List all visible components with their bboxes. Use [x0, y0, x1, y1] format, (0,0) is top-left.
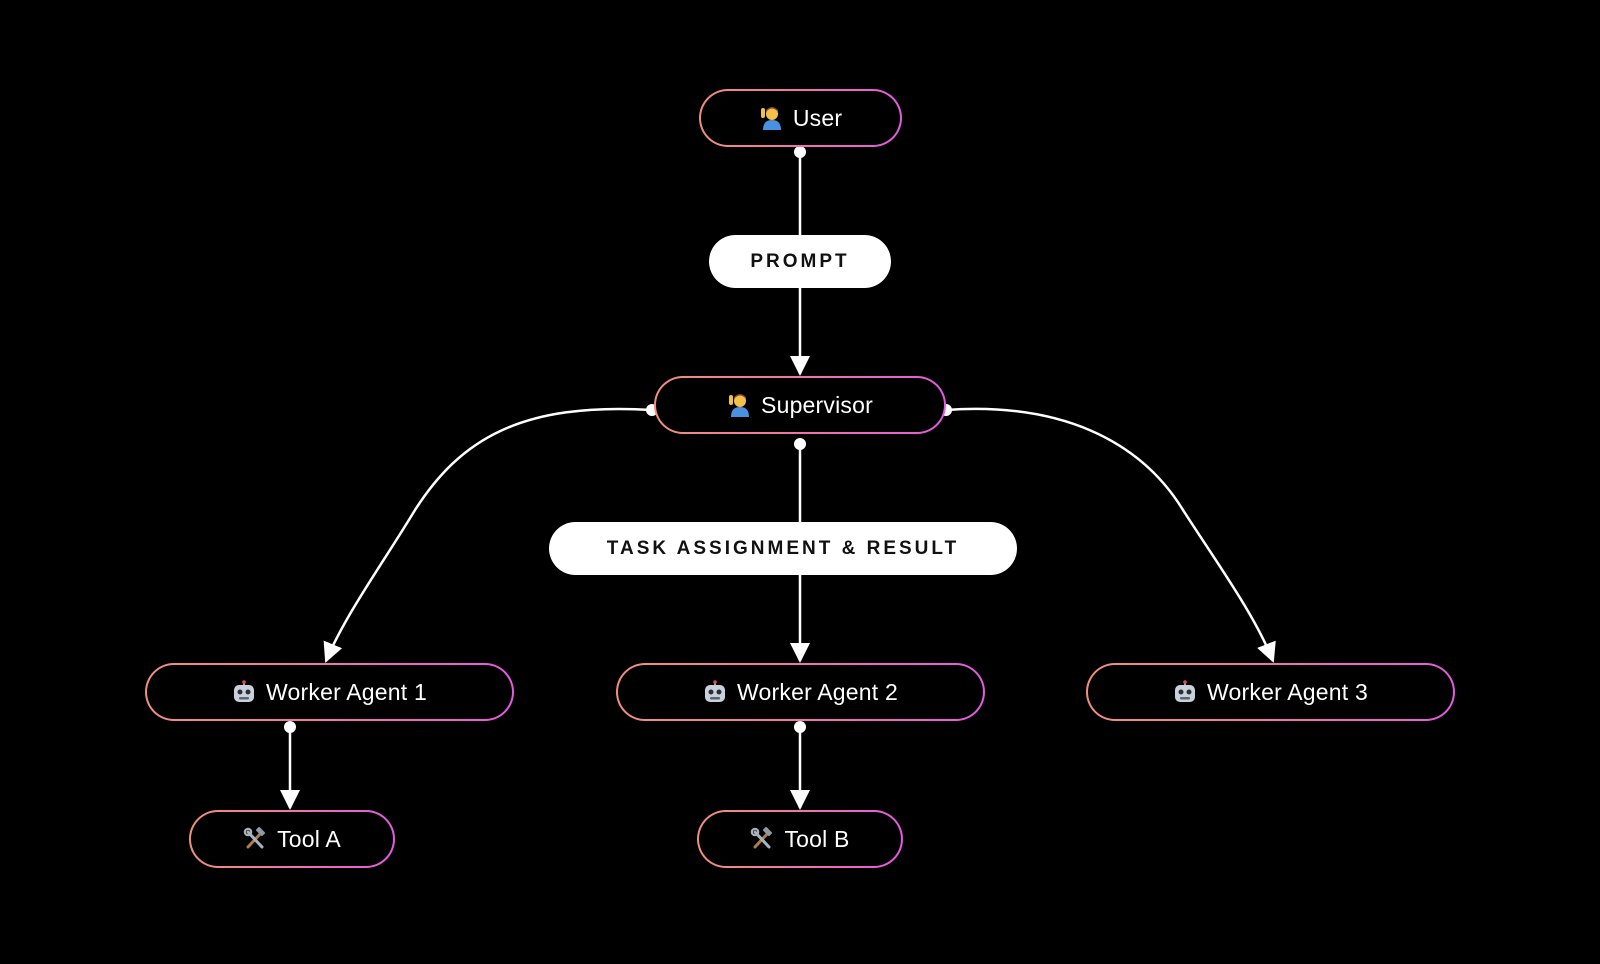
- node-worker-agent-1-label: Worker Agent 1: [266, 678, 427, 705]
- node-tool-a[interactable]: Tool A: [189, 810, 395, 868]
- edge-label-task-text: TASK ASSIGNMENT & RESULT: [606, 537, 960, 559]
- edge-start-dot: [284, 721, 296, 733]
- node-worker-agent-1[interactable]: Worker Agent 1: [145, 663, 514, 721]
- node-supervisor[interactable]: Supervisor: [654, 376, 946, 434]
- edge-supervisor-to-worker3: [945, 407, 1276, 663]
- hammer-wrench-icon: [750, 827, 774, 851]
- robot-icon: [1173, 680, 1197, 704]
- person-raising-hand-icon: [759, 106, 783, 130]
- node-worker-agent-2-label: Worker Agent 2: [737, 678, 898, 705]
- edge-label-task-assignment: TASK ASSIGNMENT & RESULT: [549, 522, 1017, 575]
- robot-icon: [232, 680, 256, 704]
- node-worker-agent-3-label: Worker Agent 3: [1207, 678, 1368, 705]
- edge-label-prompt: PROMPT: [709, 235, 891, 288]
- hammer-wrench-icon: [243, 827, 267, 851]
- edge-start-dot: [646, 404, 658, 416]
- edge-start-dot: [794, 721, 806, 733]
- node-supervisor-label: Supervisor: [761, 391, 873, 418]
- node-worker-agent-3[interactable]: Worker Agent 3: [1086, 663, 1455, 721]
- edge-label-prompt-text: PROMPT: [750, 250, 850, 272]
- node-tool-b[interactable]: Tool B: [697, 810, 903, 868]
- node-user-label: User: [792, 104, 843, 131]
- node-worker-agent-2[interactable]: Worker Agent 2: [616, 663, 985, 721]
- node-tool-b-label: Tool B: [784, 825, 850, 852]
- node-tool-a-label: Tool A: [277, 825, 341, 852]
- node-user[interactable]: User: [699, 89, 902, 147]
- edge-supervisor-to-worker1: [323, 407, 653, 663]
- robot-icon: [703, 680, 727, 704]
- person-raising-hand-icon: [727, 393, 751, 417]
- edge-start-dot: [794, 438, 806, 450]
- edge-start-dot: [794, 146, 806, 158]
